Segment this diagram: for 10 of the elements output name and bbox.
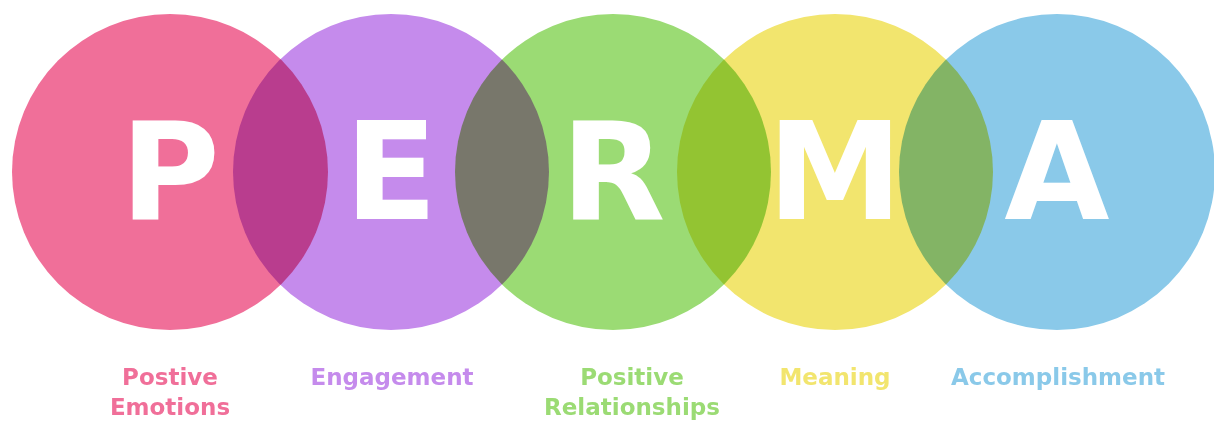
letter: A — [1004, 104, 1110, 240]
letter: R — [560, 104, 666, 240]
letter: P — [120, 104, 220, 240]
caption-text: Engagement — [309, 363, 475, 392]
letter: M — [767, 104, 903, 240]
caption-text: Postive Emotions — [108, 363, 232, 422]
letter: E — [344, 104, 438, 240]
caption-text: Accomplishment — [949, 363, 1167, 392]
caption-text: Meaning — [778, 363, 892, 392]
caption-text: Positive Relationships — [543, 363, 721, 422]
